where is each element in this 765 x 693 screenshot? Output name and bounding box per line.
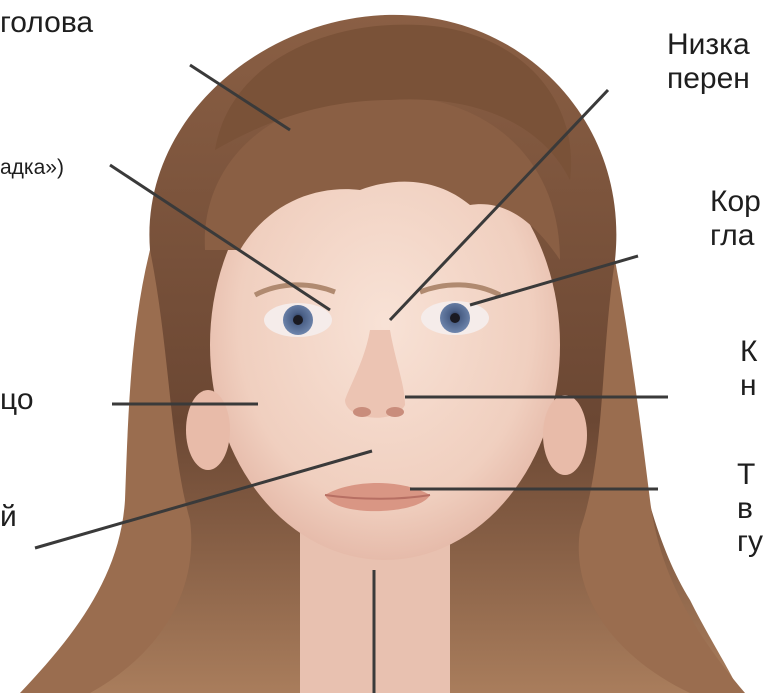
nostril-left	[353, 407, 371, 417]
label-short-nose: К н	[740, 335, 757, 402]
label-short-eyes: Кор гла	[710, 185, 761, 252]
ear-left	[186, 390, 230, 470]
label-low-bridge: Низка перен	[667, 28, 750, 95]
pupil-left	[293, 315, 303, 325]
pupil-right	[450, 313, 460, 323]
label-glabella: адка»)	[0, 156, 64, 180]
label-head: голова	[0, 6, 93, 40]
nostril-right	[386, 407, 404, 417]
label-face: цо	[0, 383, 34, 417]
label-thin-lip: Т в гу	[737, 458, 763, 559]
label-philtrum: й	[0, 500, 17, 534]
ear-right	[543, 395, 587, 475]
